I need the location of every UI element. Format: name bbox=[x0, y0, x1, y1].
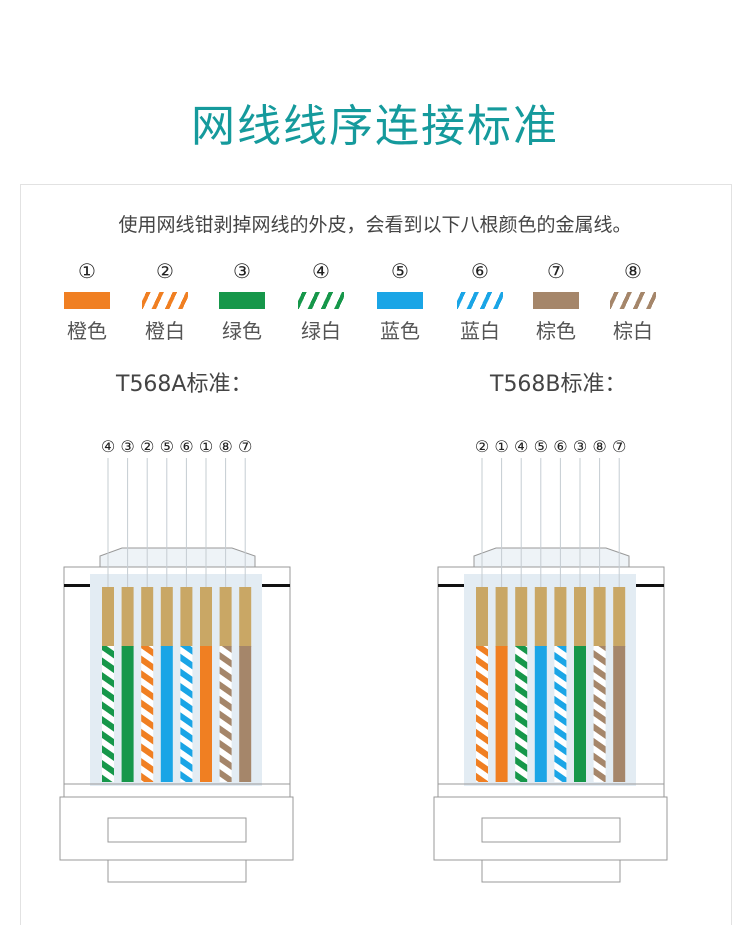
pin-label: ① bbox=[494, 437, 508, 456]
legend-item: ③ 绿色 bbox=[207, 258, 277, 344]
gold-contact bbox=[495, 587, 508, 647]
legend-number: ⑧ bbox=[624, 259, 642, 283]
boot-tail bbox=[481, 859, 621, 883]
connector-window bbox=[90, 574, 262, 786]
pin-label: ② bbox=[475, 437, 489, 456]
wire-绿白 bbox=[515, 646, 528, 782]
gold-contact bbox=[515, 587, 528, 647]
legend-number: ⑥ bbox=[471, 259, 489, 283]
wire-橙白 bbox=[141, 646, 154, 782]
pin-label: ④ bbox=[101, 437, 115, 456]
t568a-title: T568A标准： bbox=[116, 372, 253, 397]
wire-棕白 bbox=[593, 646, 606, 782]
gold-contact bbox=[476, 587, 488, 647]
legend-item: ⑤ 蓝色 bbox=[365, 258, 435, 344]
subtitle: 使用网线钳剥掉网线的外皮，会看到以下八根颜色的金属线。 bbox=[118, 214, 632, 236]
legend-item: ⑥ 蓝白 bbox=[445, 258, 515, 344]
legend-item: ② 橙白 bbox=[130, 258, 200, 344]
legend-number: ① bbox=[78, 259, 96, 283]
pin-label: ⑦ bbox=[612, 437, 626, 456]
gold-contact bbox=[141, 587, 154, 647]
latch-line-right bbox=[262, 584, 290, 587]
gold-contact bbox=[239, 587, 252, 647]
pin-label: ⑧ bbox=[592, 437, 606, 456]
wire-蓝白 bbox=[554, 646, 567, 782]
legend-item: ⑧ 棕白 bbox=[598, 258, 668, 344]
solid-swatch bbox=[64, 292, 110, 309]
pin-label: ⑥ bbox=[553, 437, 567, 456]
pin-label: ② bbox=[140, 437, 154, 456]
content-card bbox=[20, 184, 732, 925]
legend-label: 蓝白 bbox=[460, 319, 500, 343]
solid-swatch bbox=[533, 292, 579, 309]
solid-swatch bbox=[219, 292, 265, 309]
legend-number: ④ bbox=[312, 259, 330, 283]
legend-label: 绿色 bbox=[222, 319, 262, 343]
latch-line-left bbox=[64, 584, 90, 587]
page-title: 网线线序连接标准 bbox=[191, 101, 559, 152]
striped-swatch bbox=[142, 292, 188, 309]
legend-label: 橙色 bbox=[67, 319, 107, 343]
gold-contact bbox=[121, 587, 134, 647]
connector-cap bbox=[99, 547, 256, 567]
legend-number: ⑤ bbox=[391, 259, 409, 283]
gold-contact bbox=[574, 587, 586, 647]
boot-slot bbox=[481, 817, 621, 843]
legend-label: 棕色 bbox=[536, 319, 576, 343]
pin-label: ③ bbox=[120, 437, 134, 456]
pin-label: ⑦ bbox=[238, 437, 252, 456]
solid-swatch bbox=[377, 292, 423, 309]
legend-label: 绿白 bbox=[301, 319, 341, 343]
wire-棕色 bbox=[613, 646, 626, 782]
legend-number: ③ bbox=[233, 259, 251, 283]
legend-item: ④ 绿白 bbox=[286, 258, 356, 344]
wire-绿色 bbox=[574, 646, 586, 782]
legend-number: ⑦ bbox=[547, 259, 565, 283]
striped-swatch bbox=[610, 292, 656, 309]
striped-swatch bbox=[457, 292, 503, 309]
gold-contact bbox=[200, 587, 212, 647]
connector-window bbox=[464, 574, 636, 786]
pin-label: ③ bbox=[573, 437, 587, 456]
t568b-title: T568B标准： bbox=[490, 372, 627, 397]
pin-label: ⑥ bbox=[179, 437, 193, 456]
wire-绿色 bbox=[121, 646, 134, 782]
wire-橙色 bbox=[200, 646, 212, 782]
legend-item: ① 橙色 bbox=[52, 258, 122, 344]
wire-绿白 bbox=[102, 646, 114, 782]
gold-contact bbox=[102, 587, 114, 647]
legend-label: 棕白 bbox=[613, 319, 653, 343]
legend-number: ② bbox=[156, 259, 174, 283]
wire-蓝白 bbox=[180, 646, 193, 782]
wire-蓝色 bbox=[534, 646, 547, 782]
gold-contact bbox=[534, 587, 547, 647]
pin-label: ⑧ bbox=[218, 437, 232, 456]
wire-棕色 bbox=[239, 646, 252, 782]
pin-label: ④ bbox=[514, 437, 528, 456]
gold-contact bbox=[180, 587, 193, 647]
boot-slot bbox=[107, 817, 247, 843]
pin-label: ⑤ bbox=[160, 437, 174, 456]
wire-棕白 bbox=[219, 646, 232, 782]
legend-label: 橙白 bbox=[145, 319, 185, 343]
gold-contact bbox=[613, 587, 626, 647]
legend-item: ⑦ 棕色 bbox=[521, 258, 591, 344]
latch-line-right bbox=[636, 584, 664, 587]
gold-contact bbox=[554, 587, 567, 647]
pin-label: ⑤ bbox=[534, 437, 548, 456]
wire-蓝色 bbox=[160, 646, 173, 782]
gold-contact bbox=[160, 587, 173, 647]
wire-橙色 bbox=[495, 646, 508, 782]
connector-cap bbox=[473, 547, 630, 567]
wire-橙白 bbox=[476, 646, 488, 782]
pin-label: ① bbox=[199, 437, 213, 456]
boot-tail bbox=[107, 859, 247, 883]
legend-label: 蓝色 bbox=[380, 319, 420, 343]
gold-contact bbox=[593, 587, 606, 647]
gold-contact bbox=[219, 587, 232, 647]
latch-line-left bbox=[438, 584, 464, 587]
striped-swatch bbox=[298, 292, 344, 309]
